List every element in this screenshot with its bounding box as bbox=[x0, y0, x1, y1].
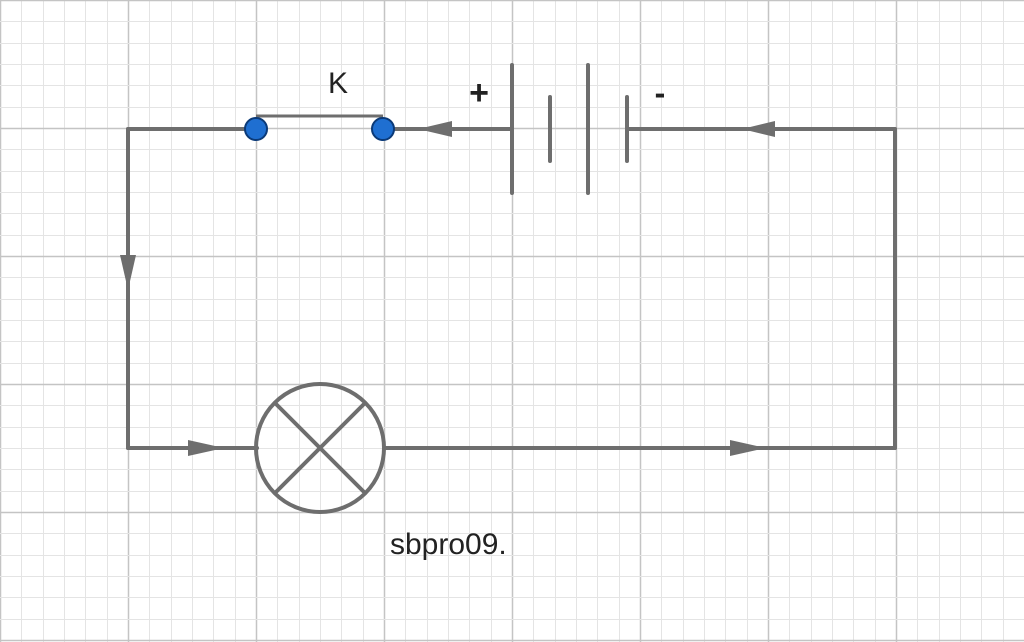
current-arrows bbox=[120, 121, 775, 456]
lamp-circle bbox=[254, 382, 386, 514]
arrow-top-left-icon bbox=[418, 121, 452, 137]
switch-terminal-left bbox=[244, 117, 268, 141]
lamp bbox=[254, 382, 386, 514]
switch-terminal-right bbox=[371, 117, 395, 141]
switch-k bbox=[244, 114, 395, 141]
battery-positive-label: + bbox=[469, 74, 489, 112]
wires bbox=[126, 127, 897, 450]
battery-negative-label: - bbox=[655, 75, 666, 111]
arrow-bottom-left-icon bbox=[188, 440, 224, 456]
battery bbox=[510, 63, 629, 195]
switch-label: K bbox=[328, 67, 348, 100]
arrow-left-down-icon bbox=[120, 255, 136, 290]
arrow-top-right-icon bbox=[742, 121, 775, 137]
arrow-bottom-right-icon bbox=[730, 440, 766, 456]
watermark-text: sbpro09. bbox=[390, 528, 507, 561]
lamp-cross-2 bbox=[273, 401, 367, 495]
